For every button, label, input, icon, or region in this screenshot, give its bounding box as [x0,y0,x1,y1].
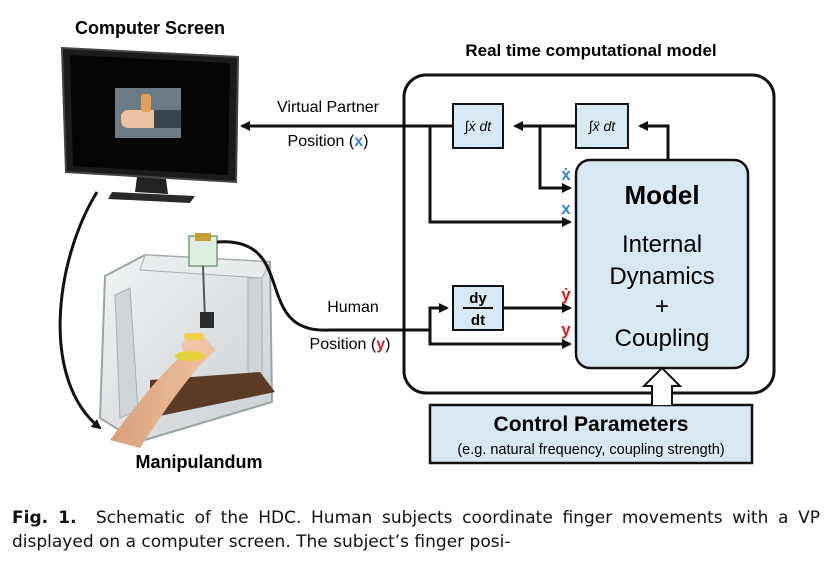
integrator-xddot-label: ∫ẍ dt [588,118,617,135]
model-line-coupling: Coupling [615,325,710,352]
human-signal-label-line2: Position (y) [310,336,391,353]
manipulandum-device-icon [98,233,275,448]
human-signal-label-line1: Human [327,299,379,316]
figure-caption: Fig. 1. Schematic of the HDC. Human subj… [12,506,820,554]
model-title: Model [624,180,699,210]
input-x-label: x [561,199,571,218]
caption-label: Fig. 1. [12,508,77,528]
screen-to-manipulandum-arrow [58,191,102,430]
input-xdot-label: ẋ [561,165,571,184]
derivative-numerator: dy [469,290,487,307]
vp-var-x: x [354,133,363,150]
computer-monitor-icon [60,46,240,203]
model-line-dynamics: Dynamics [609,263,714,290]
computer-screen-label: Computer Screen [75,18,225,38]
vp-signal-label-line1: Virtual Partner [277,99,380,116]
control-parameters-subtitle: (e.g. natural frequency, coupling streng… [457,442,724,458]
model-line-plus: + [655,293,669,320]
hdc-schematic: Computer Screen Manipulandum Real time [58,18,776,472]
model-frame-title: Real time computational model [465,41,716,60]
input-ydot-label: ẏ [561,285,571,304]
vp-signal-label-line2: Position (x) [288,133,369,150]
manipulandum-label: Manipulandum [136,452,263,472]
integrator-xdot-label: ∫ẋ dt [464,118,493,135]
human-var-y: y [376,336,385,353]
control-parameters-box [428,403,754,465]
input-y-label: y [561,320,571,339]
caption-text: Schematic of the HDC. Human subjects coo… [12,508,820,552]
model-line-internal: Internal [622,231,702,258]
control-parameters-title: Control Parameters [494,413,689,436]
control-to-model-arrow [641,366,683,405]
derivative-denominator: dt [471,312,485,329]
